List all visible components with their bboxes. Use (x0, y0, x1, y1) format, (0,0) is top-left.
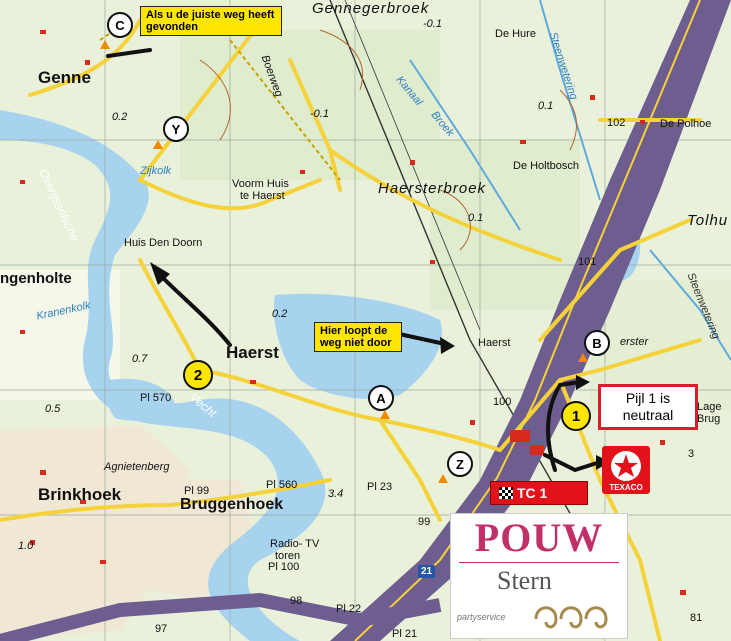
triangle-y-icon (153, 140, 163, 149)
place-radio-tv: Radio- TV (270, 538, 320, 550)
elev-34: 3.4 (328, 488, 344, 500)
marker-2[interactable]: 2 (183, 360, 213, 390)
place-tolhuis: Tolhu (687, 212, 729, 229)
place-toren: toren (275, 550, 301, 562)
num-102: 102 (607, 117, 626, 129)
elev-genne: 0.2 (112, 111, 128, 123)
pl-21: Pl 21 (392, 628, 418, 640)
road-shield-21: 21 (418, 565, 436, 578)
partyservice-text: partyservice (457, 612, 506, 622)
place-genne: Genne (38, 68, 91, 87)
time-control-checkpoint[interactable]: TC 1 (490, 481, 588, 505)
note-dead-end: Hier loopt de weg niet door (314, 322, 402, 352)
place-te-haerst: te Haerst (240, 190, 285, 202)
elev-mid: -0.1 (310, 108, 329, 120)
pouw-wordmark: POUW (474, 514, 604, 560)
num-97: 97 (155, 623, 168, 635)
elev-lake: 0.2 (272, 308, 288, 320)
pl-99: Pl 99 (184, 485, 210, 497)
marker-y[interactable]: Y (163, 116, 189, 142)
elev-10: 1.0 (18, 540, 34, 552)
pl-22: Pl 22 (336, 603, 362, 615)
texaco-star-icon (611, 451, 641, 481)
texaco-wordmark: TEXACO (609, 483, 643, 492)
num-101: 101 (578, 256, 597, 268)
elev-05: 0.5 (45, 403, 61, 415)
place-de-holtbosch: De Holtbosch (513, 160, 580, 172)
marker-1[interactable]: 1 (561, 401, 591, 431)
place-agnietenberg: Agnietenberg (104, 461, 170, 473)
elev-right: 0.1 (538, 100, 554, 112)
elev-top: -0.1 (423, 18, 442, 30)
triangle-a-icon (380, 410, 390, 419)
place-brug: Brug (697, 413, 721, 425)
place-de-hure: De Hure (495, 28, 536, 40)
num-99: 99 (418, 516, 431, 528)
stern-swirl-icon (534, 606, 608, 629)
place-voorm-huis: Voorm Huis (232, 178, 289, 190)
marker-a[interactable]: A (368, 385, 394, 411)
num-100: 100 (493, 396, 512, 408)
elev-haer: 0.1 (468, 212, 484, 224)
place-haerst-small: Haerst (478, 337, 511, 349)
num-98: 98 (290, 595, 303, 607)
marker-z[interactable]: Z (447, 451, 473, 477)
num-3: 3 (688, 448, 695, 460)
checkered-flag-icon (499, 487, 513, 499)
neutral-arrow-note: Pijl 1 is neutraal (598, 384, 698, 430)
triangle-c-icon (100, 40, 110, 49)
place-erster: erster (620, 336, 649, 348)
elev-07: 0.7 (132, 353, 148, 365)
pl-570: Pl 570 (140, 392, 172, 404)
pouw-divider (459, 562, 619, 563)
marker-c[interactable]: C (107, 12, 133, 38)
label-zijkolk: Zijkolk (140, 165, 172, 177)
stern-wordmark: Stern (497, 566, 552, 595)
place-haerst: Haerst (226, 343, 279, 362)
num-81: 81 (690, 612, 703, 624)
place-de-polhoek: De Polhoe (660, 118, 712, 130)
place-haersterbroek: Haersterbroek (378, 180, 487, 197)
place-ngenholte: ngenholte (0, 270, 72, 287)
marker-b[interactable]: B (584, 330, 610, 356)
pl-100: Pl 100 (268, 561, 300, 573)
place-brinkhoek: Brinkhoek (38, 485, 122, 504)
place-lage: Lage (697, 401, 722, 413)
sponsor-pouw-stern-logo: POUW Stern partyservice (450, 513, 628, 639)
time-control-label: TC 1 (517, 485, 548, 501)
pl-23: Pl 23 (367, 481, 393, 493)
note-correct-way: Als u de juiste weg heeft gevonden (140, 6, 282, 36)
place-huis-den-doorn: Huis Den Doorn (124, 237, 203, 249)
place-gennegerbroek: Gennegerbroek (312, 0, 430, 17)
place-bruggenhoek: Bruggenhoek (180, 496, 284, 513)
pl-560: Pl 560 (266, 479, 298, 491)
triangle-b-icon (578, 353, 588, 362)
texaco-logo: TEXACO (602, 446, 650, 494)
triangle-z-icon (438, 474, 448, 483)
